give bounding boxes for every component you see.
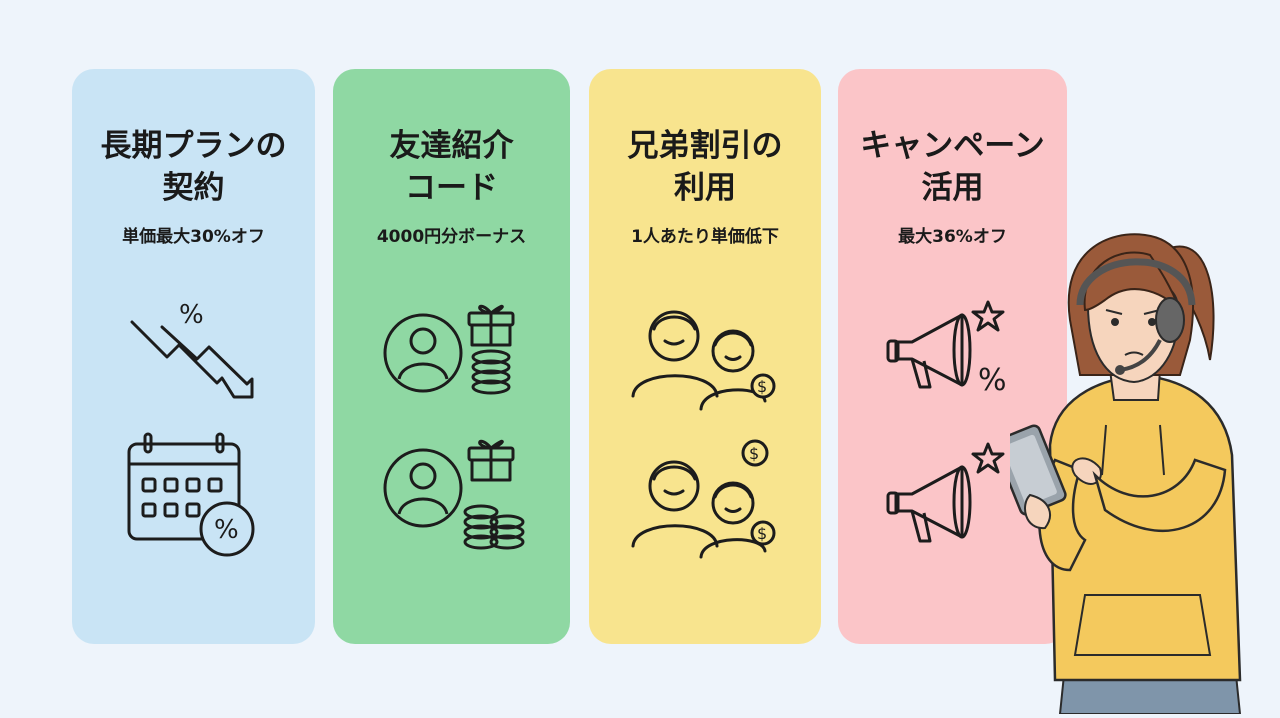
woman-headset-tablet-illustration: [993, 210, 1270, 715]
card-subtitle: 1人あたり単価低下: [631, 227, 779, 247]
card-long-term-plan: 長期プランの 契約 単価最大30%オフ % %: [72, 69, 315, 644]
card-subtitle: 4000円分ボーナス: [376, 227, 527, 247]
user-gift-coins-icon: [383, 301, 523, 405]
megaphone-star-percent-icon: %: [886, 297, 1028, 401]
card-title: 長期プランの 契約: [100, 128, 287, 206]
calendar-percent-icon: %: [127, 432, 257, 563]
card-title: 兄弟割引の 利用: [627, 128, 783, 206]
card-campaign: キャンペーン 活用 最大36%オフ %: [838, 69, 1067, 644]
card-sibling-discount: 兄弟割引の 利用 1人あたり単価低下 $ $: [589, 69, 821, 644]
svg-text:$: $: [757, 377, 767, 396]
svg-text:$: $: [757, 524, 767, 543]
user-gift-coins-icon: [383, 436, 533, 565]
card-title: 友達紹介 コード: [389, 128, 514, 206]
card-friend-referral: 友達紹介 コード 4000円分ボーナス: [333, 69, 570, 644]
svg-text:%: %: [179, 300, 204, 330]
card-subtitle: 単価最大30%オフ: [122, 227, 265, 247]
svg-text:$: $: [749, 444, 759, 463]
svg-text:%: %: [978, 363, 1007, 398]
card-title: キャンペーン 活用: [860, 128, 1045, 206]
siblings-coin-icon: $: [629, 301, 779, 415]
svg-text:%: %: [214, 515, 239, 545]
siblings-coins-icon: $ $: [629, 439, 779, 565]
megaphone-star-icon: [886, 439, 1028, 558]
percent-down-arrow-icon: %: [127, 297, 262, 411]
card-subtitle: 最大36%オフ: [898, 227, 1007, 247]
